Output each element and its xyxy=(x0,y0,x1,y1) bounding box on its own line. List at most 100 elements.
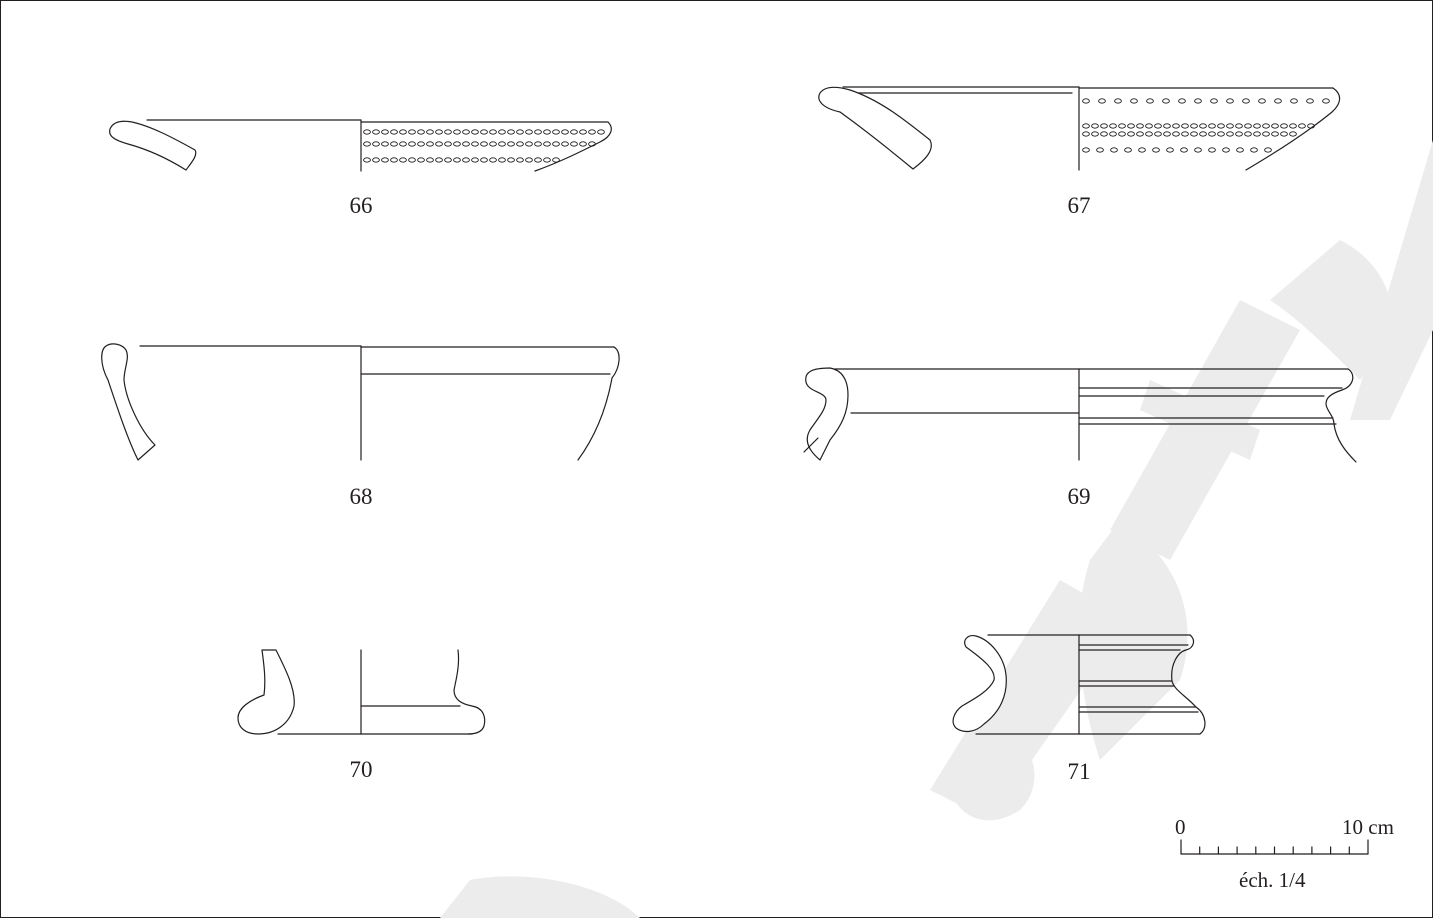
impressed-decoration-66 xyxy=(363,129,605,163)
impressed-oval xyxy=(1100,123,1108,129)
sherd-number-69: 69 xyxy=(1068,484,1091,509)
sherd-68 xyxy=(101,343,620,461)
impressed-oval xyxy=(1280,131,1288,137)
impressed-oval xyxy=(381,141,389,147)
impressed-oval xyxy=(1082,98,1090,104)
impressed-oval xyxy=(426,157,434,163)
impressed-oval xyxy=(543,141,551,147)
impressed-oval xyxy=(1145,123,1153,129)
impressed-oval xyxy=(1124,147,1132,153)
impressed-oval xyxy=(516,157,524,163)
impressed-oval xyxy=(534,157,542,163)
impressed-oval xyxy=(363,129,371,135)
impressed-oval xyxy=(453,129,461,135)
impressed-oval xyxy=(462,141,470,147)
impressed-oval xyxy=(1253,123,1261,129)
impressed-oval xyxy=(1271,131,1279,137)
impressed-oval xyxy=(399,157,407,163)
impressed-oval xyxy=(534,141,542,147)
impressed-oval xyxy=(1136,131,1144,137)
impressed-oval xyxy=(1178,98,1186,104)
impressed-oval xyxy=(516,141,524,147)
impressed-oval xyxy=(1098,98,1106,104)
impressed-oval xyxy=(507,141,515,147)
impressed-oval xyxy=(516,129,524,135)
impressed-oval xyxy=(489,129,497,135)
impressed-oval xyxy=(1274,98,1282,104)
impressed-oval xyxy=(408,129,416,135)
sherd-number-71: 71 xyxy=(1068,759,1091,784)
impressed-oval xyxy=(1109,123,1117,129)
impressed-oval xyxy=(453,157,461,163)
impressed-oval xyxy=(1253,131,1261,137)
impressed-oval xyxy=(525,157,533,163)
impressed-oval xyxy=(1235,123,1243,129)
impressed-oval xyxy=(453,141,461,147)
impressed-oval xyxy=(498,129,506,135)
impressed-oval xyxy=(489,141,497,147)
sherd-70 xyxy=(237,649,486,735)
impressed-oval xyxy=(1110,147,1118,153)
impressed-oval xyxy=(1226,98,1234,104)
sherd-69 xyxy=(803,367,1357,463)
impressed-oval xyxy=(1127,131,1135,137)
impressed-oval xyxy=(435,129,443,135)
impressed-oval xyxy=(1244,131,1252,137)
impressed-oval xyxy=(390,157,398,163)
impressed-oval xyxy=(570,141,578,147)
scale-start-label: 0 xyxy=(1175,815,1186,839)
sherd-67 xyxy=(818,86,1341,171)
impressed-oval xyxy=(489,157,497,163)
impressed-oval xyxy=(498,141,506,147)
impressed-oval xyxy=(417,129,425,135)
impressed-oval xyxy=(1181,131,1189,137)
impressed-oval xyxy=(480,141,488,147)
impressed-oval xyxy=(1163,131,1171,137)
impressed-oval xyxy=(1199,131,1207,137)
impressed-oval xyxy=(1172,123,1180,129)
impressed-oval xyxy=(1181,123,1189,129)
impressed-oval xyxy=(1130,98,1138,104)
impressed-oval xyxy=(1127,123,1135,129)
impressed-oval xyxy=(552,129,560,135)
impressed-oval xyxy=(408,157,416,163)
impressed-oval xyxy=(1322,98,1330,104)
impressed-oval xyxy=(1163,123,1171,129)
impressed-oval xyxy=(1154,123,1162,129)
impressed-oval xyxy=(1180,147,1188,153)
impressed-oval xyxy=(1306,98,1314,104)
impressed-oval xyxy=(1290,98,1298,104)
scale-end-label: 10 cm xyxy=(1342,815,1394,839)
scale-bar: 0 10 cm éch. 1/4 xyxy=(1175,815,1394,892)
impressed-oval xyxy=(1154,131,1162,137)
impressed-oval xyxy=(1118,131,1126,137)
impressed-oval xyxy=(507,129,515,135)
impressed-oval xyxy=(1217,131,1225,137)
impressed-oval xyxy=(1280,123,1288,129)
impressed-oval xyxy=(1289,123,1297,129)
impressed-oval xyxy=(417,157,425,163)
impressed-oval xyxy=(462,129,470,135)
sherd-number-70: 70 xyxy=(350,757,373,782)
impressed-oval xyxy=(1235,131,1243,137)
sherd-number-67: 67 xyxy=(1068,193,1091,218)
impressed-oval xyxy=(1166,147,1174,153)
impressed-oval xyxy=(1210,98,1218,104)
impressed-oval xyxy=(525,141,533,147)
impressed-oval xyxy=(543,157,551,163)
impressed-oval xyxy=(381,129,389,135)
impressed-oval xyxy=(1208,131,1216,137)
impressed-oval xyxy=(1289,131,1297,137)
impressed-oval xyxy=(1208,147,1216,153)
impressed-oval xyxy=(426,129,434,135)
impressed-oval xyxy=(444,141,452,147)
impressed-oval xyxy=(561,129,569,135)
impressed-oval xyxy=(1307,123,1315,129)
impressed-oval xyxy=(1262,131,1270,137)
scale-ticks xyxy=(1180,839,1369,855)
impressed-oval xyxy=(1118,123,1126,129)
impressed-oval xyxy=(1199,123,1207,129)
impressed-oval xyxy=(1222,147,1230,153)
impressed-oval xyxy=(1100,131,1108,137)
